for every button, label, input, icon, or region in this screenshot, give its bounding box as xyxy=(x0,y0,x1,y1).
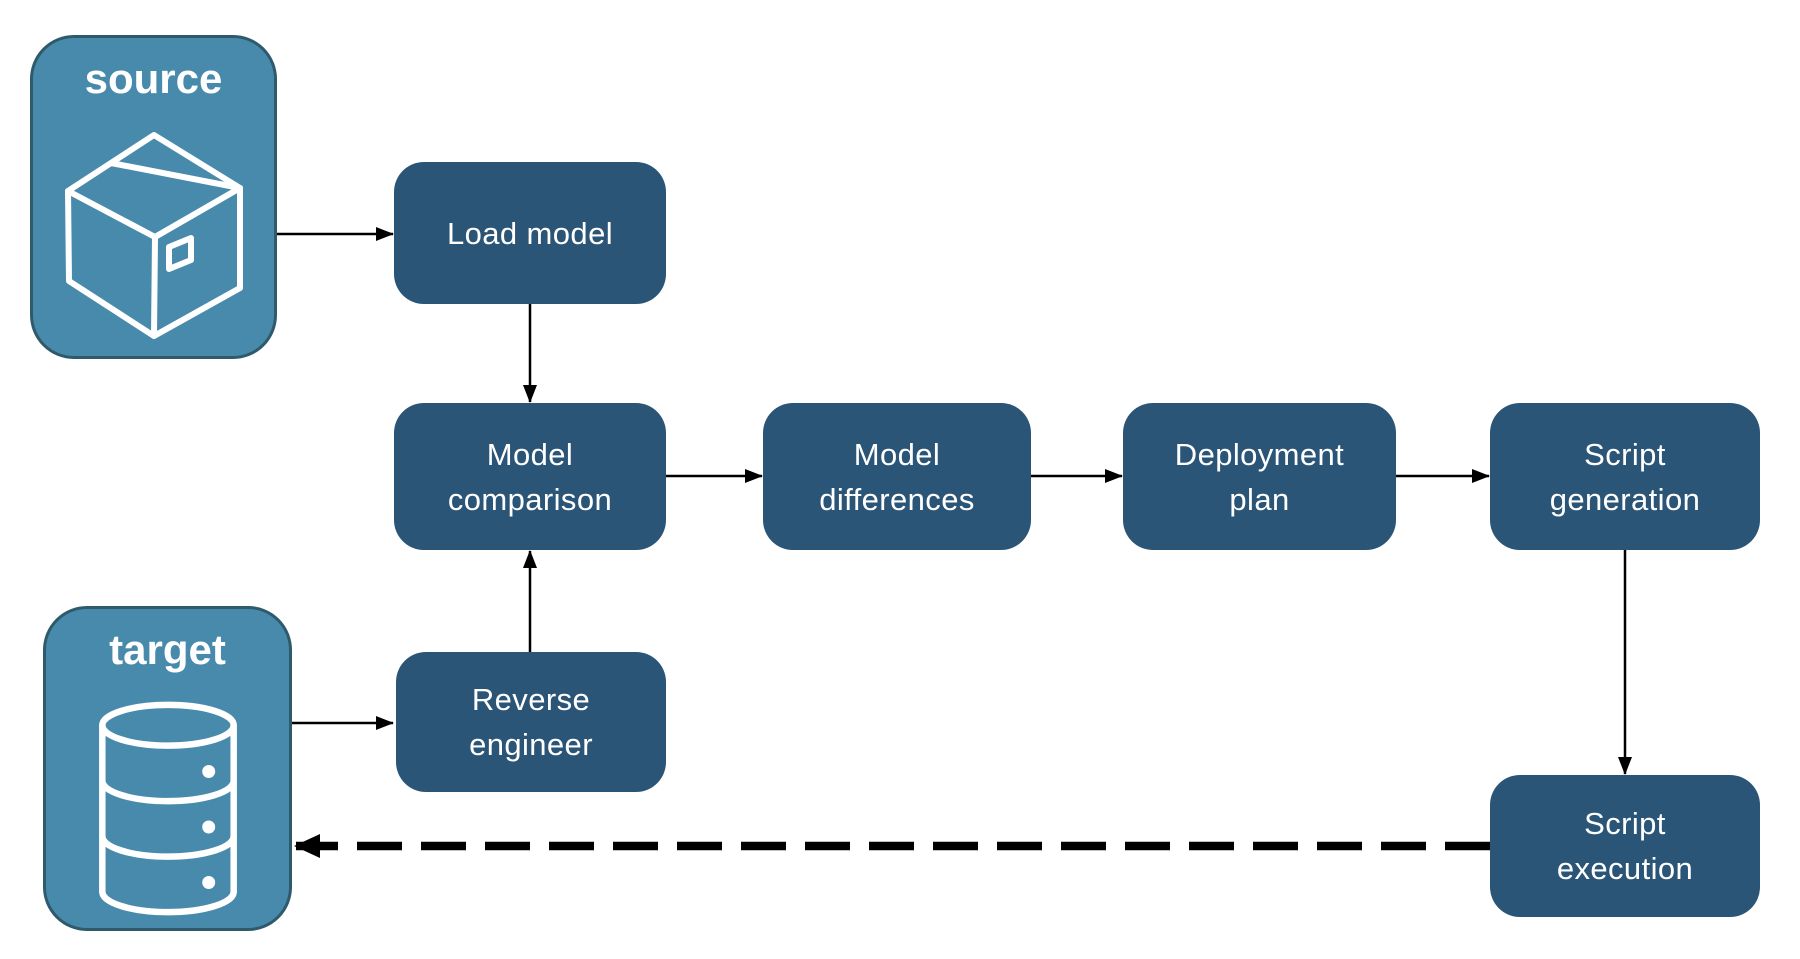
source-container: source xyxy=(30,35,277,359)
node-label: Load model xyxy=(446,215,613,251)
node-script-execution: Script execution xyxy=(1490,775,1760,917)
node-label-line2: comparison xyxy=(447,481,613,517)
node-label-line2: differences xyxy=(819,481,975,517)
package-icon xyxy=(64,132,243,339)
node-label: Model xyxy=(853,436,941,472)
node-label: Script xyxy=(1584,806,1666,841)
database-icon xyxy=(98,701,237,916)
node-model-differences: Model differences xyxy=(763,403,1031,550)
node-label-line2: generation xyxy=(1549,481,1701,517)
source-label: source xyxy=(84,55,223,102)
node-script-generation: Script generation xyxy=(1490,403,1760,550)
node-label: Script xyxy=(1584,436,1666,472)
target-label: target xyxy=(109,626,226,673)
node-model-comparison: Model comparison xyxy=(394,403,666,550)
node-label-line2: execution xyxy=(1556,851,1694,886)
target-container: target xyxy=(43,606,292,931)
node-label: Reverse xyxy=(471,682,591,717)
node-label: Deployment xyxy=(1174,436,1345,472)
node-reverse-engineer: Reverse engineer xyxy=(396,652,666,792)
node-deployment-plan: Deployment plan xyxy=(1123,403,1396,550)
node-label-line2: plan xyxy=(1229,481,1290,517)
node-label-line2: engineer xyxy=(469,727,593,762)
node-load-model: Load model xyxy=(394,162,666,304)
node-label: Model xyxy=(486,436,574,472)
